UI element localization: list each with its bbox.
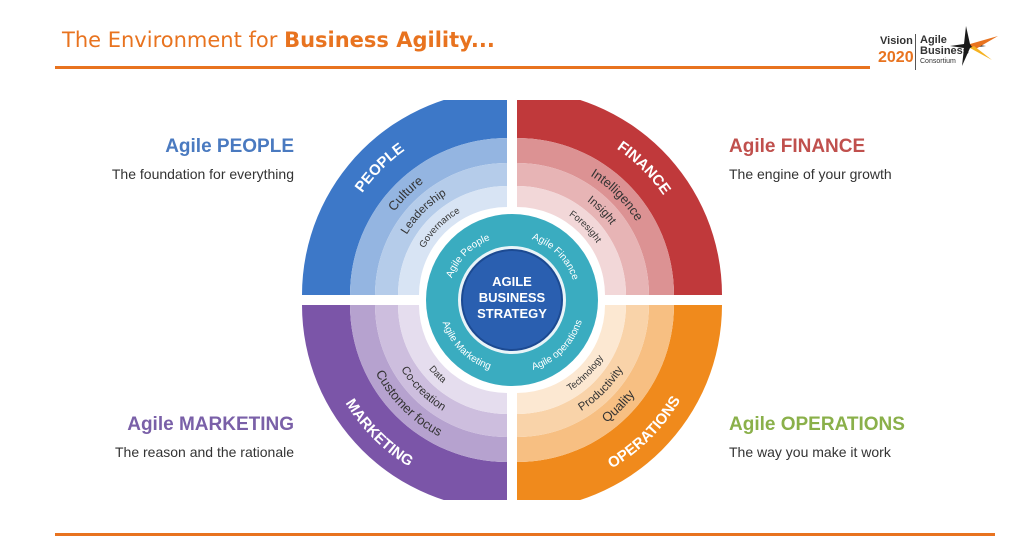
- marketing-outer-ring: [302, 305, 507, 500]
- marketing-subtitle: The reason and the rationale: [114, 444, 294, 460]
- operations-ring-1: [517, 305, 674, 462]
- center-label-line-2: BUSINESS: [479, 290, 546, 305]
- finance-outer-ring: [517, 100, 722, 295]
- marketing-ring-1: [350, 305, 507, 462]
- finance-subtitle: The engine of your growth: [729, 166, 892, 182]
- center-label-line-1: AGILE: [492, 274, 532, 289]
- finance-heading: Agile FINANCE: [729, 136, 866, 157]
- footer-rule: [55, 533, 995, 536]
- marketing-ring-3: [398, 305, 507, 414]
- people-outer-ring: [302, 100, 507, 295]
- operations-subtitle: The way you make it work: [729, 444, 891, 460]
- finance-ring-1: [517, 138, 674, 295]
- people-ring-2: [375, 163, 507, 295]
- marketing-ring-2: [375, 305, 507, 437]
- logo-vision-text: Vision: [880, 35, 913, 47]
- logo-line1: Agile: [920, 34, 947, 46]
- vision-2020-logo: Vision 2020 Agile Business Consortium: [868, 22, 1000, 78]
- operations-heading: Agile OPERATIONS: [729, 414, 905, 435]
- marketing-heading: Agile MARKETING: [127, 414, 294, 435]
- finance-ring-3: [517, 186, 626, 295]
- people-subtitle: The foundation for everything: [111, 166, 294, 182]
- operations-ring-3: [517, 305, 626, 414]
- operations-ring-2: [517, 305, 649, 437]
- logo-star-icon: [950, 26, 998, 66]
- finance-ring-2: [517, 163, 649, 295]
- logo-divider: [915, 34, 916, 70]
- page-title: The Environment for Business Agility...: [62, 28, 495, 52]
- operations-outer-ring: [517, 305, 722, 500]
- people-heading: Agile PEOPLE: [165, 136, 294, 157]
- header-rule: [55, 66, 870, 69]
- logo-year-text: 2020: [878, 49, 914, 66]
- logo-line2: Business: [920, 45, 969, 57]
- people-ring-1: [350, 138, 507, 295]
- center-label-line-3: STRATEGY: [477, 306, 547, 321]
- logo-line3: Consortium: [920, 58, 956, 65]
- people-ring-3: [398, 186, 507, 295]
- center-circle: [461, 249, 563, 351]
